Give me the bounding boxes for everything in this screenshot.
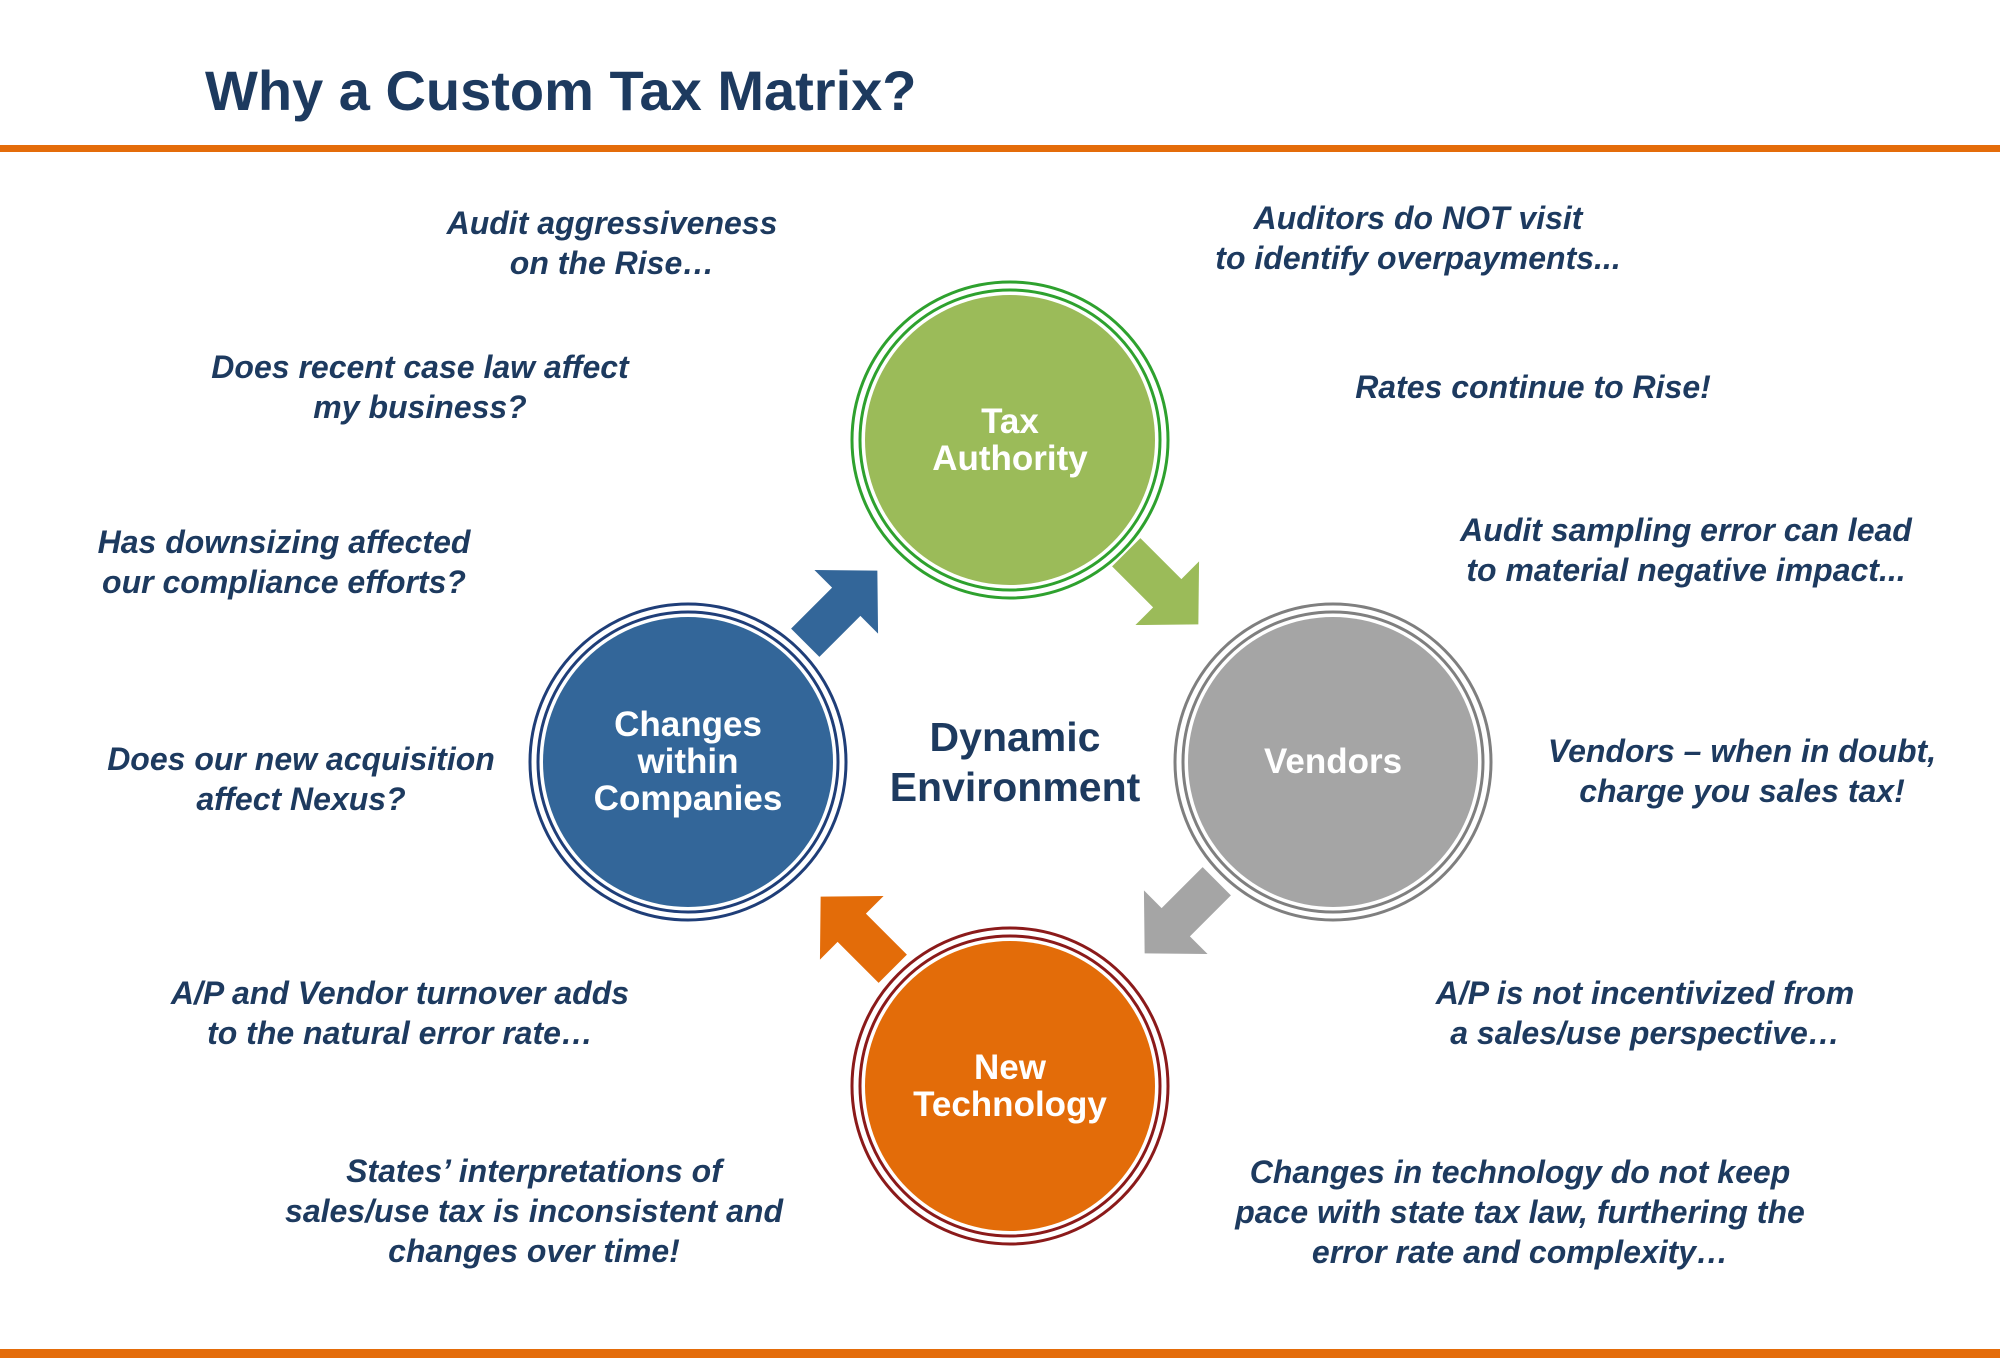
- note-technology-pace: Changes in technology do not keep pace w…: [1235, 1154, 1805, 1270]
- top-divider: [0, 145, 2000, 152]
- note-rates-rise: Rates continue to Rise!: [1355, 369, 1711, 405]
- vendors-inner-ring: [1181, 610, 1485, 914]
- note-case-law: Does recent case law affect my business?: [211, 349, 629, 425]
- vendors-outer-ring: [1173, 602, 1493, 922]
- tax-authority-circle: [865, 295, 1155, 585]
- new-technology-circle: [865, 941, 1155, 1231]
- note-acquisition: Does our new acquisition affect Nexus?: [107, 741, 495, 817]
- note-ap-not-incentivized: A/P is not incentivized from a sales/use…: [1435, 975, 1855, 1051]
- new-technology-inner-ring: [858, 934, 1162, 1238]
- vendors-circle: [1188, 617, 1478, 907]
- new-technology-outer-ring: [850, 926, 1170, 1246]
- changes-within-companies-circle: [543, 617, 833, 907]
- note-audit-sampling: Audit sampling error can lead to materia…: [1460, 512, 1912, 588]
- technology-to-companies-arrow: [819, 895, 907, 983]
- bottom-divider: [0, 1349, 2000, 1358]
- changes-within-companies-outer-ring: [528, 602, 848, 922]
- new-technology-label: New Technology: [913, 1048, 1107, 1124]
- center-label: Dynamic Environment: [889, 714, 1141, 810]
- vendors-node: [1173, 602, 1493, 922]
- vendors-to-technology-arrow: [1143, 867, 1231, 955]
- changes-within-companies-label: Changes within Companies: [593, 705, 783, 818]
- page-title: Why a Custom Tax Matrix?: [205, 59, 917, 122]
- changes-within-companies-node: [528, 602, 848, 922]
- tax-to-vendors-arrow: [1112, 538, 1200, 626]
- changes-within-companies-inner-ring: [536, 610, 840, 914]
- companies-to-tax-arrow: [791, 569, 879, 657]
- note-vendors-doubt: Vendors – when in doubt, charge you sale…: [1547, 733, 1937, 809]
- new-technology-node: [850, 926, 1170, 1246]
- note-ap-vendor-turnover: A/P and Vendor turnover adds to the natu…: [170, 975, 630, 1051]
- tax-authority-label: Tax Authority: [932, 402, 1088, 478]
- tax-authority-inner-ring: [858, 288, 1162, 592]
- tax-authority-node: [850, 280, 1170, 600]
- note-auditors-overpayments: Auditors do NOT visit to identify overpa…: [1215, 200, 1621, 276]
- note-audit-aggressiveness: Audit aggressiveness on the Rise…: [446, 205, 778, 281]
- note-downsizing: Has downsizing affected our compliance e…: [97, 524, 471, 600]
- tax-authority-outer-ring: [850, 280, 1170, 600]
- vendors-label: Vendors: [1263, 742, 1403, 781]
- note-states-interpretations: States’ interpretations of sales/use tax…: [285, 1153, 783, 1269]
